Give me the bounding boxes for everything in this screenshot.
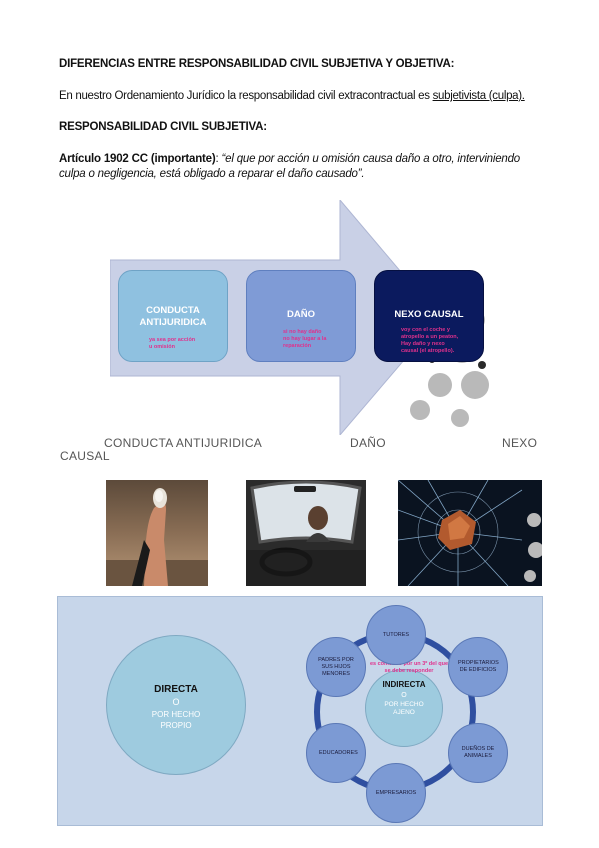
subjetivista-underlined: subjetivista (culpa).: [432, 90, 525, 102]
satellite-educadores-label: EDUCADORES: [319, 749, 358, 756]
article-quote: “el que por acción u omisión causa daño …: [59, 153, 521, 180]
box-dano: DAÑO si no hay daño no hay lugar a la re…: [246, 270, 356, 362]
satellite-tutores-label: TUTORES: [382, 631, 410, 638]
labels-row: CONDUCTA ANTIJURIDICA DAÑO NEXO CAUSAL: [60, 436, 540, 466]
paragraph-text: En nuestro Ordenamiento Jurídico la resp…: [59, 90, 433, 102]
box-nexo-title: NEXO CAUSAL: [394, 309, 464, 320]
satellite-propietarios-label: PROPIETARIOS DE EDIFICIOS: [458, 660, 499, 673]
satellite-tutores: TUTORES: [366, 605, 426, 665]
satellite-padres: PADRES POR SUS HIJOS MENORES: [306, 637, 366, 697]
label-causal: CAUSAL: [60, 449, 110, 463]
box-nexo-sub: voy con el coche y atropello a un peaton…: [401, 327, 459, 354]
satellite-padres-label: PADRES POR SUS HIJOS MENORES: [318, 656, 354, 677]
box-dano-title: DAÑO: [287, 309, 315, 320]
directa-indirecta-diagram: DIRECTA O POR HECHO PROPIO INDIRECTA O P…: [57, 596, 543, 826]
directa-sub: POR HECHO PROPIO: [151, 710, 201, 730]
article-1902: Artículo 1902 CC (importante): “el que p…: [59, 152, 539, 182]
box-conducta-sub: ya sea por acción u omisión: [149, 337, 196, 350]
circle-indirecta: INDIRECTA O POR HECHO AJENO: [365, 669, 443, 747]
indirecta-title: INDIRECTA: [382, 680, 426, 689]
label-dano: DAÑO: [350, 436, 386, 450]
satellite-empresarios-label: EMPRESARIOS: [375, 789, 417, 796]
label-nexo: NEXO: [502, 436, 538, 450]
satellite-empresarios: EMPRESARIOS: [366, 763, 426, 823]
label-conducta: CONDUCTA ANTIJURIDICA: [104, 436, 263, 450]
paragraph-ordenamiento: En nuestro Ordenamiento Jurídico la resp…: [59, 90, 525, 102]
directa-title: DIRECTA: [154, 684, 198, 695]
satellite-duenos-label: DUEÑOS DE ANIMALES: [461, 746, 495, 759]
satellite-propietarios: PROPIETARIOS DE EDIFICIOS: [448, 637, 508, 697]
directa-o: O: [172, 697, 180, 707]
box-conducta-title: CONDUCTA ANTIJURIDICA: [139, 305, 207, 328]
indirecta-sub: POR HECHO AJENO: [384, 701, 424, 716]
box-dano-sub: si no hay daño no hay lugar a la reparac…: [283, 329, 327, 349]
stone-breaking-glass-photo: [397, 479, 544, 587]
satellite-duenos: DUEÑOS DE ANIMALES: [448, 723, 508, 783]
box-conducta: CONDUCTA ANTIJURIDICA ya sea por acción …: [118, 270, 228, 362]
circle-directa: DIRECTA O POR HECHO PROPIO: [106, 635, 246, 775]
article-ref: Artículo 1902 CC (importante): [59, 153, 216, 165]
car-driver-photo: [246, 480, 366, 586]
indirecta-note: es cometido por un 3º del que se debe re…: [369, 661, 449, 674]
satellite-educadores: EDUCADORES: [306, 723, 366, 783]
hand-holding-stone-photo: [106, 480, 208, 586]
causal-chain-diagram: CONDUCTA ANTIJURIDICA ya sea por acción …: [110, 200, 490, 435]
article-sep: :: [215, 153, 222, 165]
box-nexo: NEXO CAUSAL voy con el coche y atropello…: [374, 270, 484, 362]
indirecta-o: O: [401, 692, 407, 699]
heading-subjetiva: RESPONSABILIDAD CIVIL SUBJETIVA:: [59, 121, 267, 133]
heading-diferencias: DIFERENCIAS ENTRE RESPONSABILIDAD CIVIL …: [59, 58, 455, 70]
ring-connector: [314, 631, 476, 793]
